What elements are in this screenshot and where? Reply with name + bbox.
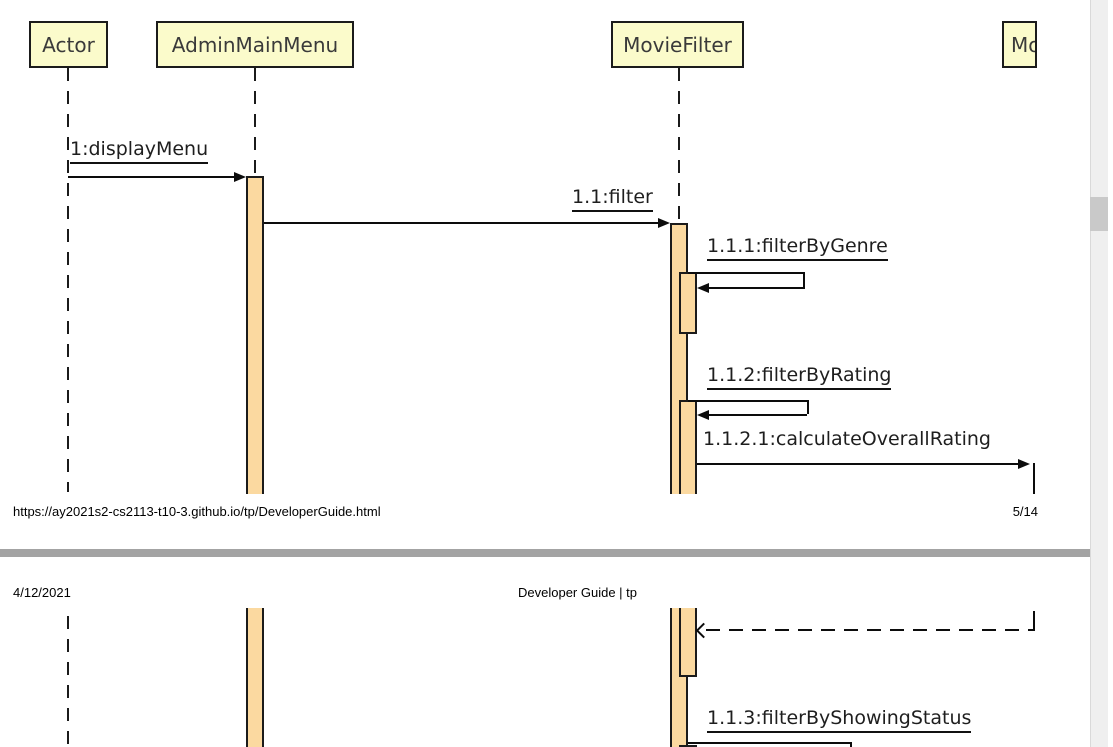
return-line-dashed [706,629,1035,631]
self-call-showing-status-top [688,742,850,744]
self-call-genre-top [688,272,803,274]
activation-admin-main-menu [246,176,264,494]
activation-admin-main-menu-continued [246,608,264,747]
lifeline-movie-filter [678,68,680,223]
arrowhead-filter [658,217,670,228]
object-box-movie-clipped: Mo [1002,21,1037,68]
arrowhead-filter-by-rating [697,409,709,420]
arrowhead-calculate-overall-rating [1018,458,1030,469]
lifeline-actor [67,68,69,492]
print-header-title: Developer Guide | tp [518,585,637,600]
object-box-actor: Actor [29,21,108,68]
self-call-rating-top [688,400,807,402]
message-label-filter: 1.1:filter [572,186,653,212]
object-box-movie-filter: MovieFilter [611,21,744,68]
print-page-2: 1.1.3:filterByShowingStatus [0,608,1090,747]
print-header-date: 4/12/2021 [13,585,71,600]
print-footer-url: https://ay2021s2-cs2113-t10-3.github.io/… [13,504,381,519]
scrollbar-track[interactable] [1090,0,1108,747]
print-page-1: Actor AdminMainMenu MovieFilter Mo 1:dis… [29,21,1037,494]
message-label-filter-by-rating: 1.1.2:filterByRating [707,364,892,390]
activation-movie-filter-showing-status [679,745,697,747]
self-call-rating-bottom [709,414,807,416]
return-arrowhead-open [695,622,712,639]
object-label-movie-filter: MovieFilter [623,32,732,57]
activation-movie-filter-rating [679,400,697,494]
object-box-admin-main-menu: AdminMainMenu [156,21,354,68]
arrowhead-filter-by-genre [697,282,709,293]
lifeline-target-object [1033,463,1035,494]
self-call-genre-right [803,272,805,287]
activation-movie-filter-rating-continued [679,608,697,677]
message-label-display-menu: 1:displayMenu [70,138,209,164]
lifeline-admin-main-menu [254,68,256,176]
self-call-showing-status-right [850,742,852,747]
page-divider [0,549,1090,557]
object-label-movie-clipped: Mo [1011,32,1035,57]
self-call-genre-bottom [709,287,805,289]
object-label-admin-main-menu: AdminMainMenu [171,32,339,57]
message-label-filter-by-showing-status: 1.1.3:filterByShowingStatus [707,707,972,733]
message-label-filter-by-genre: 1.1.1:filterByGenre [707,235,888,261]
message-label-calculate-overall-rating: 1.1.2.1:calculateOverallRating [703,428,991,450]
message-line-filter [264,222,658,224]
arrowhead-display-menu [234,171,246,182]
self-call-rating-right [807,400,809,414]
scrollbar-thumb[interactable] [1090,197,1108,231]
object-label-actor: Actor [42,32,95,57]
message-line-display-menu [68,176,234,178]
lifeline-actor-continued [67,616,69,747]
message-line-calculate-overall-rating [697,463,1018,465]
activation-movie-filter-genre [679,272,697,334]
print-footer-page-indicator: 5/14 [1012,504,1038,519]
return-line-vertical [1033,611,1035,630]
